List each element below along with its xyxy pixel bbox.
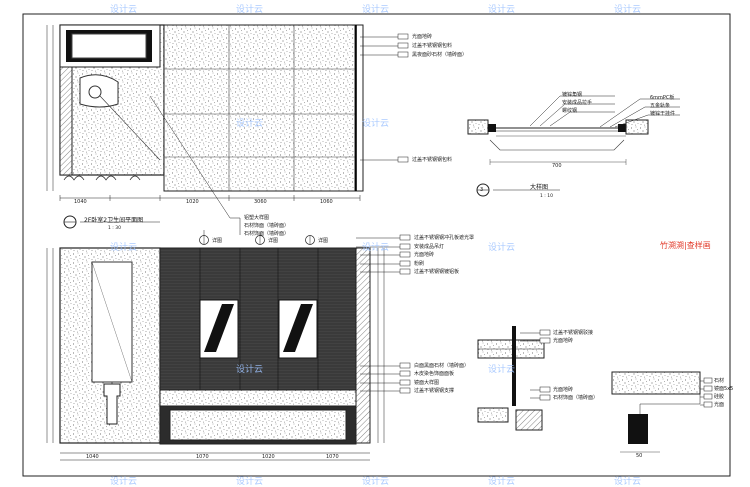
elev-label-7: 木皮染色饰面面板: [414, 371, 455, 377]
detail3-label-2: 安装成品拉手: [562, 100, 593, 106]
plan-dim-2: 1020: [186, 199, 199, 205]
plan-callout-2: 石材饰面（墙砖面）: [244, 223, 290, 229]
plan-callout-1: 铝塑大样图: [244, 215, 270, 221]
watermark: 设计云: [362, 243, 390, 253]
watermark: 设计云: [110, 243, 138, 253]
detail3-label-3: 螺纹钢: [562, 108, 578, 114]
elev-label-2: 安装成品吊灯: [414, 244, 445, 250]
detail3-dim: 700: [552, 163, 562, 169]
plan-label-3: 黑夜面砂石材（墙砖面）: [412, 52, 468, 58]
elev-label-1: 过盖不锈钢钢冲孔板遮光罩: [414, 235, 475, 241]
detailA-label-3: 光面地砖: [553, 387, 574, 393]
detail3-number: 3: [480, 187, 484, 193]
plan-title: 2F卧室2卫生间平面图: [84, 217, 144, 224]
watermark: 设计云: [236, 477, 264, 487]
plan-view: [46, 24, 364, 201]
elev-label-8: 镜面大样图: [414, 380, 440, 386]
watermark: 设计云: [362, 119, 390, 129]
elev-dim-3: 1020: [262, 454, 275, 460]
elev-dim-1: 1040: [86, 454, 99, 460]
elev-label-6: 白面黑面石材（墙砖面）: [414, 363, 470, 369]
detail3-scale: 1 : 10: [540, 194, 553, 199]
elev-label-3: 光面地砖: [414, 252, 435, 258]
elev-bubble-label-2: 详图: [268, 238, 279, 244]
elev-label-4: 粉刷: [414, 261, 425, 267]
plan-label-4: 过盖不锈钢钢包料: [412, 157, 453, 163]
plan-callout-3: 石材饰面（墙砖面）: [244, 231, 290, 237]
detail3-label-1: 镀锌角钢: [562, 92, 583, 98]
detail3-label-4: 6mmPC板: [650, 95, 675, 101]
watermark: 设计云: [488, 477, 516, 487]
detailB-label-4: 光面: [714, 402, 725, 408]
elev-label-5: 过盖不锈钢钢镀铝板: [414, 269, 460, 275]
detailA-label-1: 过盖不锈钢钢驳接: [553, 330, 594, 336]
elev-bubble-label-1: 详图: [212, 238, 223, 244]
plan-dim-4: 1060: [320, 199, 333, 205]
detail3-title: 大样图: [530, 184, 549, 191]
elev-label-9: 过盖不锈钢钢支撑: [414, 388, 455, 394]
plan-dim-1: 1040: [74, 199, 87, 205]
detail-section-a: [477, 326, 551, 431]
detailA-label-2: 光面地砖: [553, 338, 574, 344]
detail3-label-5: 五金轨条: [650, 103, 671, 109]
watermark: 设计云: [362, 477, 390, 487]
watermark: 设计云: [488, 365, 516, 375]
detail-3: [467, 95, 680, 197]
watermark: 设计云: [236, 365, 264, 375]
detailA-label-4: 石材饰面（墙砖面）: [553, 395, 599, 401]
detail3-label-6: 镀锌干挂件: [650, 111, 676, 117]
detailB-label-1: 石材: [714, 378, 725, 384]
elev-dim-4: 1070: [326, 454, 339, 460]
plan-label-2: 过盖不锈钢钢包料: [412, 43, 453, 49]
detailB-label-2: 镜面5x5: [714, 386, 734, 392]
watermark: 设计云: [362, 5, 390, 15]
detailB-dim: 50: [636, 453, 643, 459]
watermark: 设计云: [488, 5, 516, 15]
publisher-stamp: 竹溯溯|查样画: [660, 241, 711, 250]
elev-dim-2: 1070: [196, 454, 209, 460]
watermark: 设计云: [488, 243, 516, 253]
watermark: 设计云: [614, 477, 642, 487]
plan-label-1: 光面地砖: [412, 34, 433, 40]
detail-section-b: [611, 371, 713, 453]
watermark: 设计云: [236, 5, 264, 15]
elevation-view: [46, 247, 385, 461]
watermark: 设计云: [236, 119, 264, 129]
plan-scale: 1 : 30: [108, 226, 121, 231]
detailB-label-3: 硅胶: [714, 394, 725, 400]
elev-bubble-label-3: 详图: [318, 238, 329, 244]
plan-dim-3: 3060: [254, 199, 267, 205]
watermark: 设计云: [110, 477, 138, 487]
watermark: 设计云: [614, 5, 642, 15]
watermark: 设计云: [110, 5, 138, 15]
